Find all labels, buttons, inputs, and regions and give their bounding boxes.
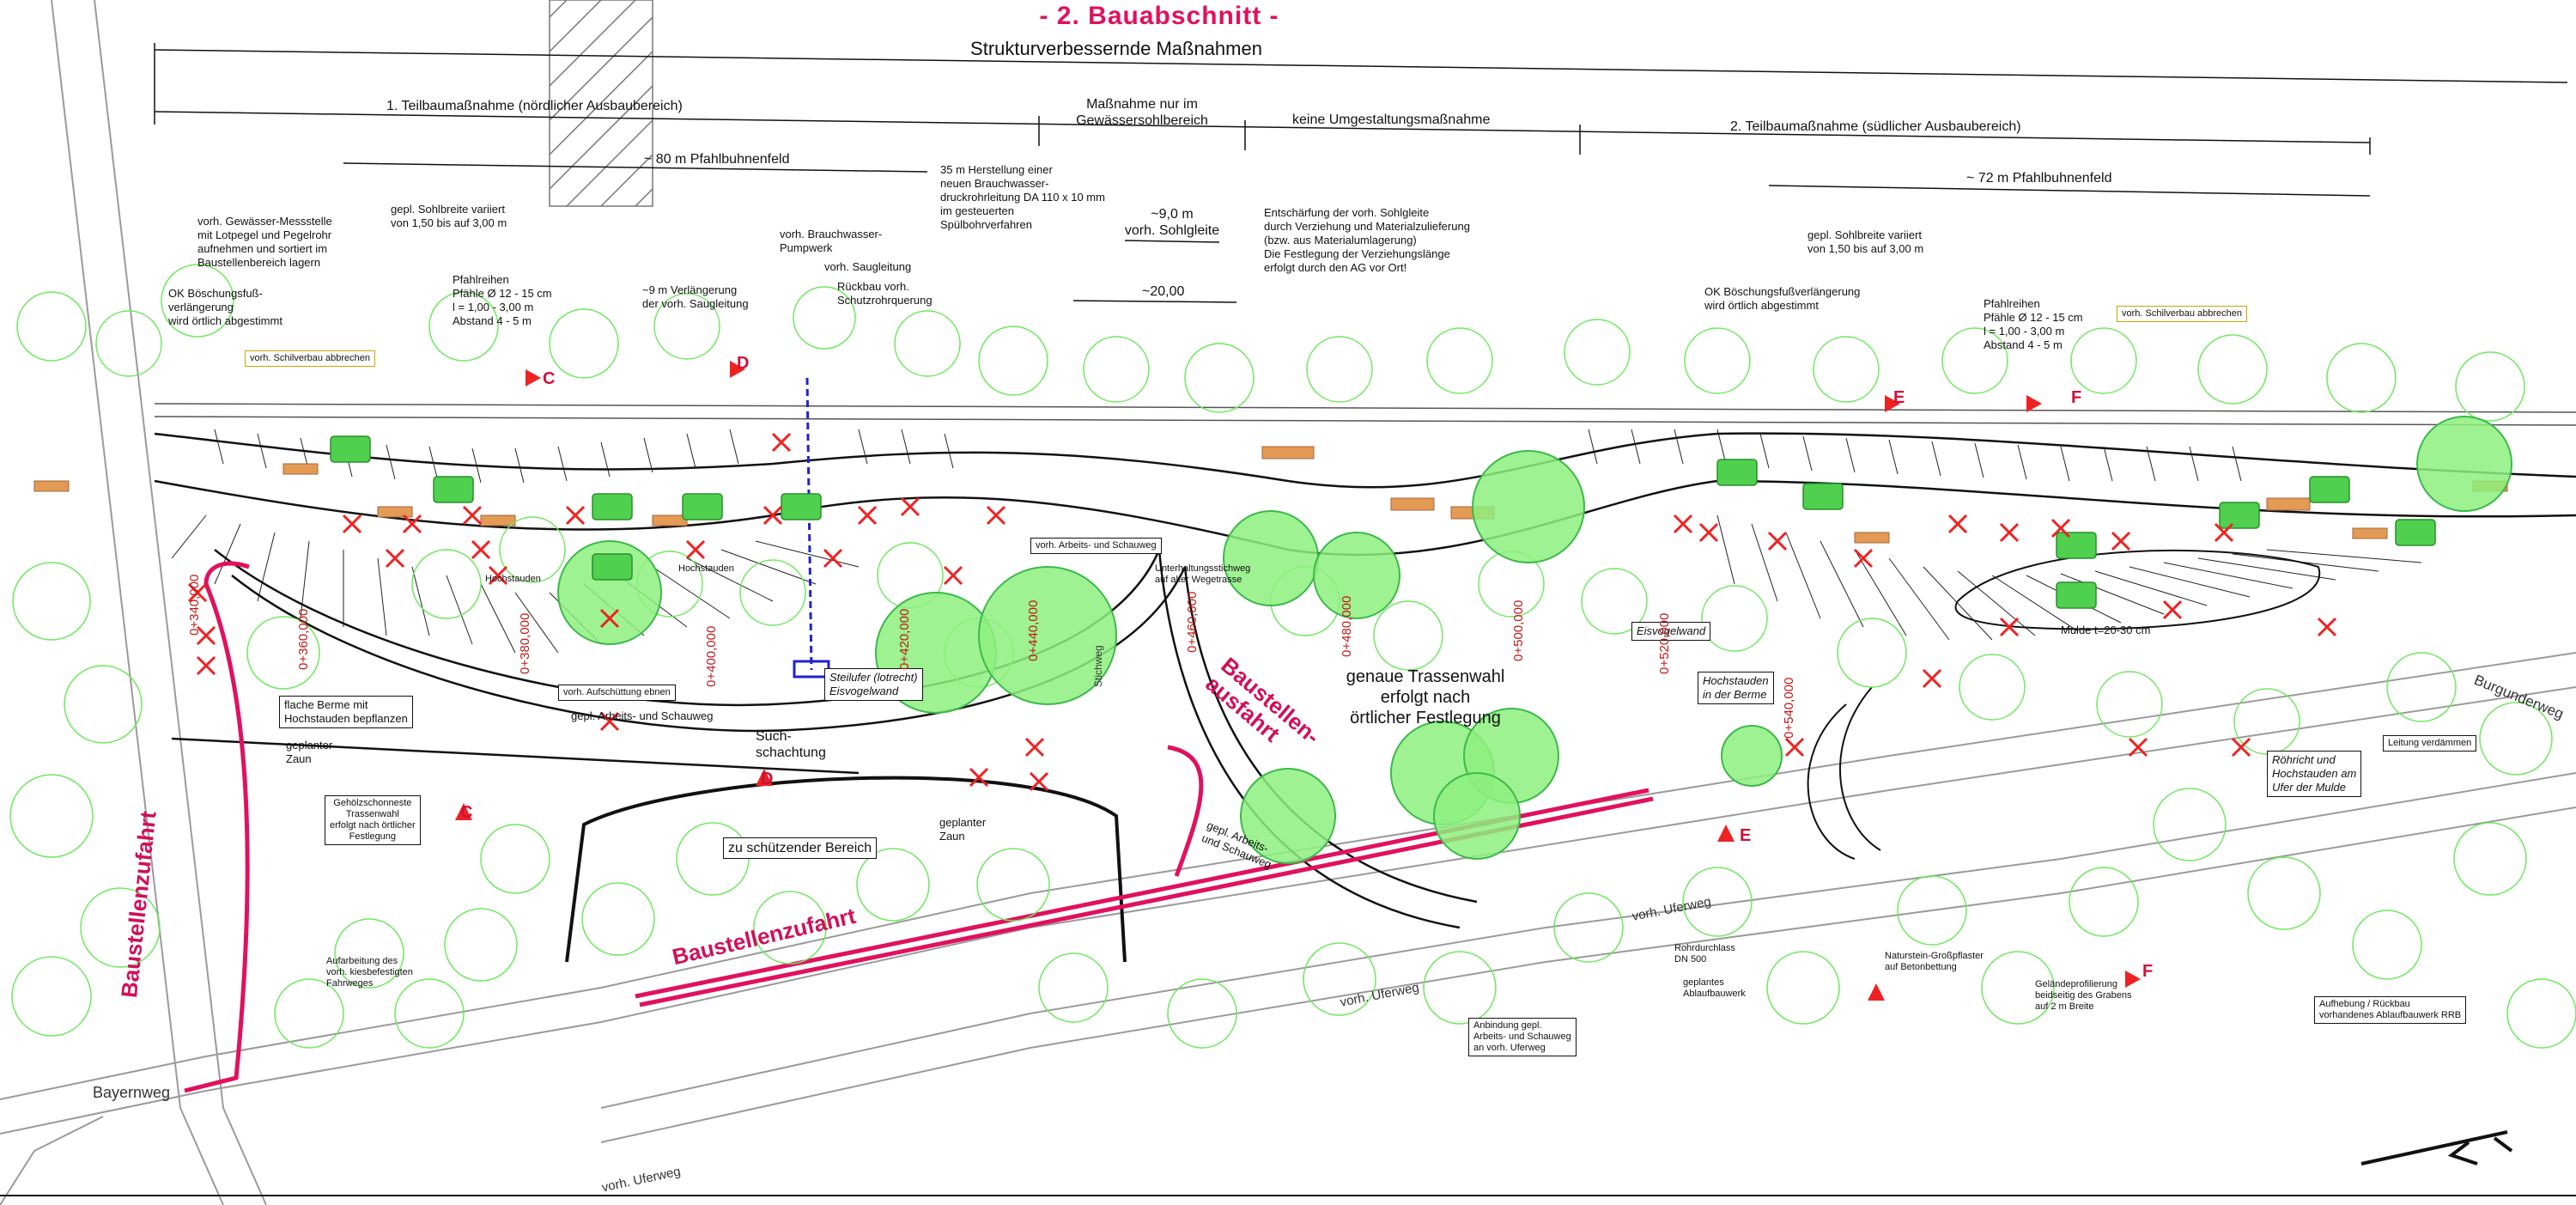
station-0520: 0+520,000 (1657, 612, 1672, 674)
note-rueckbau: Rückbau vorh. Schutzrohrquerung (837, 280, 933, 307)
road-stichweg: Stichweg (1092, 645, 1104, 687)
station-0340: 0+340,000 (187, 574, 202, 636)
note-schilf-1: vorh. Schilverbau abbrechen (245, 350, 376, 367)
station-0360: 0+360,000 (296, 608, 311, 670)
section-c-north: C (543, 369, 556, 388)
note-unterhaltung: Unterhaltungsstichweg auf alter Wegetras… (1155, 563, 1251, 585)
note-pflaster: Naturstein-Großpflaster auf Betonbettung (1885, 951, 1984, 972)
note-ok-2: OK Böschungsfußverlängerung wird örtlich… (1704, 285, 1861, 312)
page-title: - 2. Bauabschnitt - (1039, 2, 1279, 30)
river-banks (154, 403, 2576, 557)
note-roehricht: Röhricht und Hochstauden am Ufer der Mul… (2267, 751, 2362, 797)
section-e-south: E (1740, 826, 1752, 845)
dimension-20: ~20,00 (1142, 284, 1185, 299)
note-aufhebung: Aufhebung / Rückbau vorhandenes Ablaufba… (2314, 996, 2467, 1024)
note-pfahlreihen-1: Pfahlreihen Pfähle Ø 12 - 15 cm l = 1,00… (453, 273, 552, 327)
note-verlaengerung: ~9 m Verlängerung der vorh. Saugleitung (642, 283, 749, 310)
section-f-north: F (2071, 388, 2082, 407)
section-e-north: E (1893, 388, 1905, 407)
note-gepl-weg-1: gepl. Arbeits- und Schauweg (571, 709, 714, 722)
note-sohlbreite-1: gepl. Sohlbreite variiert von 1,50 bis a… (391, 203, 507, 229)
segment-keine: keine Umgestaltungsmaßnahme (1292, 113, 1491, 127)
tree-outlines (9, 264, 2576, 1049)
section-markers (455, 361, 2141, 1001)
segment-teil1: 1. Teilbaumaßnahme (nördlicher Ausbauber… (386, 99, 683, 113)
dimension-lines (154, 43, 2568, 303)
note-entschaerfung: Entschärfung der vorh. Sohlgleite durch … (1264, 206, 1470, 274)
note-schilf-2: vorh. Schilverbau abbrechen (2117, 306, 2248, 322)
slope-hatching (171, 429, 2422, 654)
note-anbindung: Anbindung gepl. Arbeits- und Schauweg an… (1468, 1018, 1577, 1056)
station-0460: 0+460,000 (1185, 591, 1200, 653)
station-0380: 0+380,000 (518, 612, 532, 674)
note-herstellung: 35 m Herstellung einer neuen Brauchwasse… (940, 163, 1105, 231)
note-mulde: Mulde t=20-30 cm (2061, 624, 2151, 636)
note-profil: Geländeprofilierung beidseitig des Grabe… (2035, 979, 2132, 1012)
note-ok-1: OK Böschungsfuß- verlängerung wird örtli… (168, 287, 283, 327)
section-d-south: D (761, 770, 774, 788)
note-leitung: Leitung verdämmen (2383, 735, 2477, 752)
note-schuetz: zu schützender Bereich (723, 837, 878, 859)
note-zaun-2: geplanter Zaun (939, 816, 987, 843)
note-hochstauden-berme: Hochstauden in der Berme (1698, 672, 1774, 704)
note-such: Such- schachtung (756, 729, 826, 760)
note-gehoelz: Gehölzschonneste Trassenwahl erfolgt nac… (325, 795, 421, 845)
note-rohr: Rohrdurchlass DN 500 (1674, 943, 1735, 965)
station-0480: 0+480,000 (1340, 595, 1354, 657)
note-hochstauden-2: Hochstauden (678, 563, 734, 574)
section-d-north: D (737, 354, 750, 373)
sohlgleite-label: ~9,0 m vorh. Sohlgleite (1124, 207, 1220, 238)
removal-markers (187, 432, 2337, 792)
pipe (793, 377, 830, 679)
note-pfahlreihen-2: Pfahlreihen Pfähle Ø 12 - 15 cm l = 1,00… (1984, 297, 2083, 351)
note-berme: flache Berme mit Hochstauden bepflanzen (279, 696, 413, 728)
station-0540: 0+540,000 (1782, 677, 1796, 739)
section-f-south: F (2142, 962, 2154, 981)
note-messstelle: vorh. Gewässer-Messstelle mit Lotpegel u… (197, 215, 332, 269)
note-ablauf: geplantes Ablaufbauwerk (1683, 977, 1746, 999)
note-hochstauden-1: Hochstauden (485, 574, 541, 584)
tree-canopies (557, 416, 2512, 864)
note-steilufer: Steilufer (lotrecht) Eisvogelwand (824, 668, 923, 701)
page-subtitle: Strukturverbessernde Maßnahmen (970, 38, 1262, 59)
road-bayernweg: Bayernweg (93, 1084, 171, 1101)
note-pumpwerk: vorh. Brauchwasser- Pumpwerk (780, 228, 883, 254)
segment-sohle: Maßnahme nur im Gewässersohlbereich (1076, 97, 1208, 128)
station-0400: 0+400,000 (704, 625, 719, 687)
section-c-south: C (460, 803, 473, 822)
note-aufarbeitung: Aufarbeitung des vorh. kiesbefestigten F… (326, 956, 413, 989)
hatch-area (549, 0, 653, 207)
station-0440: 0+440,000 (1026, 599, 1041, 661)
note-zaun-1: geplanter Zaun (286, 739, 333, 765)
segment-teil2: 2. Teilbaumaßnahme (südlicher Ausbaubere… (1730, 119, 2021, 134)
note-arbeitsweg: vorh. Arbeits- und Schauweg (1030, 538, 1162, 554)
north-arrow-icon (2360, 1130, 2513, 1165)
station-0420: 0+420,000 (897, 608, 912, 670)
note-trasse: genaue Trassenwahl erfolgt nach örtliche… (1346, 667, 1505, 727)
dimension-pfahl80: ~ 80 m Pfahlbuhnenfeld (644, 152, 790, 167)
note-aufschuettung: vorh. Aufschüttung ebnen (558, 685, 676, 701)
dimension-pfahl72: ~ 72 m Pfahlbuhnenfeld (1966, 171, 2112, 186)
note-saugleitung: vorh. Saugleitung (824, 260, 912, 273)
station-0500: 0+500,000 (1511, 599, 1526, 661)
note-eisvogel: Eisvogelwand (1631, 622, 1711, 641)
note-sohlbreite-2: gepl. Sohlbreite variiert von 1,50 bis a… (1807, 228, 1924, 255)
planting-boxes (330, 435, 2436, 609)
